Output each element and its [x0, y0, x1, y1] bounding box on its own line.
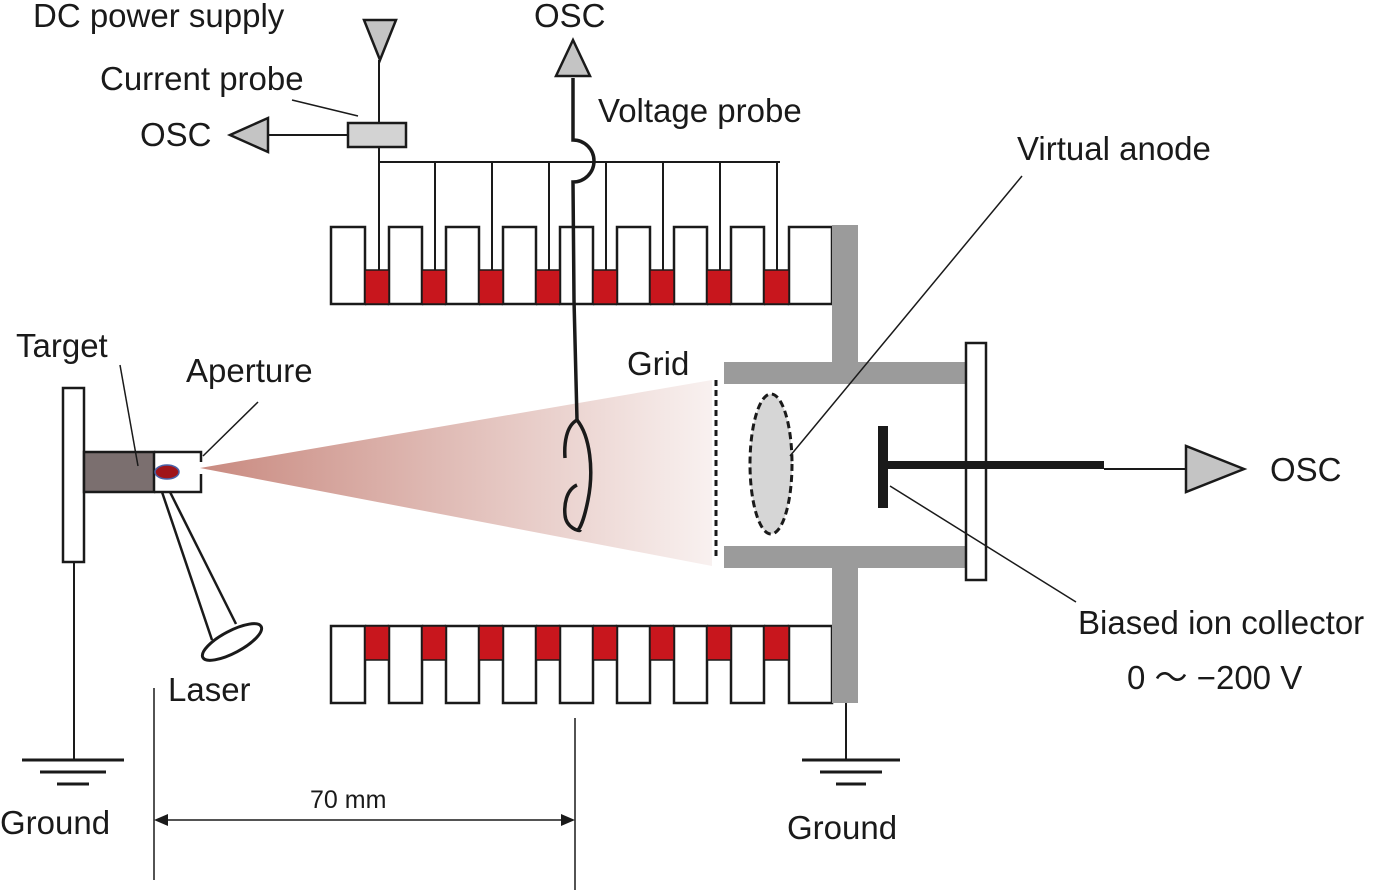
virtual-anode-leader — [789, 175, 1023, 457]
target-block — [82, 450, 156, 494]
voltage-probe-wire — [563, 78, 596, 533]
label-osc-current: OSC — [140, 116, 212, 153]
lower-magnets — [364, 625, 790, 661]
label-virtual-anode: Virtual anode — [1017, 130, 1211, 167]
label-ground-left: Ground — [0, 804, 110, 841]
label-osc-collector: OSC — [1270, 451, 1342, 488]
dimension-line — [153, 688, 576, 890]
ground-left-icon — [22, 758, 124, 786]
upper-magnets — [364, 269, 790, 305]
laser-spot — [154, 464, 180, 480]
label-aperture: Aperture — [186, 352, 313, 389]
label-current-probe: Current probe — [100, 60, 304, 97]
collector-leader — [889, 485, 1077, 603]
aperture-leader — [202, 401, 259, 457]
power-bus — [378, 60, 780, 270]
current-probe-leader — [291, 99, 359, 117]
label-ground-right: Ground — [787, 809, 897, 846]
current-probe — [346, 121, 408, 149]
label-laser: Laser — [168, 671, 251, 708]
lower-coil-array — [329, 624, 834, 705]
dc-supply-triangle-icon — [362, 18, 398, 64]
osc-voltage-triangle-icon — [554, 37, 592, 78]
label-distance: 70 mm — [310, 786, 386, 814]
osc-current-triangle-icon — [226, 116, 270, 154]
label-voltage-probe: Voltage probe — [598, 92, 802, 129]
ground-right-icon — [802, 758, 900, 786]
label-biased-ion-collector: Biased ion collector — [1078, 604, 1364, 641]
label-target: Target — [16, 327, 108, 364]
label-osc-voltage: OSC — [534, 0, 606, 34]
chamber-support — [724, 225, 966, 703]
dimension-arrow-left-icon — [154, 814, 168, 826]
laser-beam — [160, 491, 238, 641]
dimension-arrow-right-icon — [561, 814, 575, 826]
laser-lens — [200, 622, 264, 662]
upper-coil-array — [329, 225, 834, 306]
plasma-plume — [200, 380, 712, 566]
ion-collector-plate — [878, 426, 888, 508]
osc-collector-triangle-icon — [1184, 444, 1248, 494]
target-leader — [119, 364, 139, 467]
label-dc-power-supply: DC power supply — [33, 0, 285, 34]
label-grid: Grid — [627, 345, 689, 382]
virtual-anode — [748, 392, 794, 536]
target-plate — [61, 386, 86, 564]
aperture-holder — [154, 450, 203, 494]
label-bias-range: 0 〜 −200 V — [1127, 659, 1302, 696]
